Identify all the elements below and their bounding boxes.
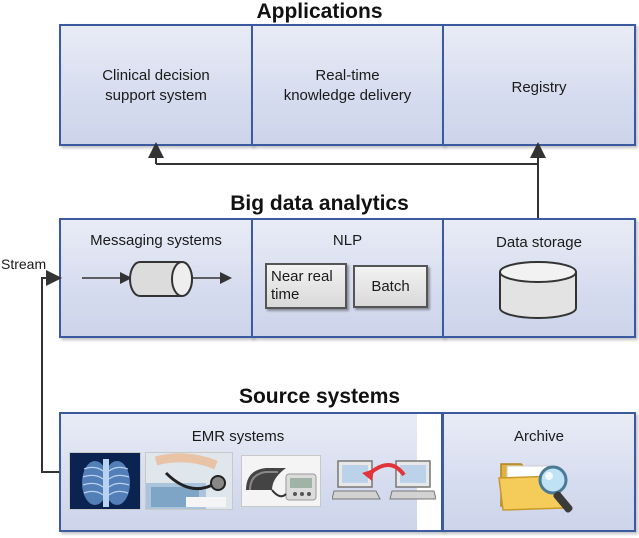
applications-heading: Applications [256,0,383,23]
folder-search-icon [497,450,579,520]
clinical-decision-support-box: Clinical decision support system [59,24,253,146]
nlp-box: NLP Near real time Batch [251,218,444,338]
stream-line [41,270,62,473]
stethoscope-image [145,452,233,510]
emr-systems-label: EMR systems [191,428,285,445]
blood-pressure-monitor-image [241,455,321,507]
big-data-analytics-heading: Big data analytics [230,192,409,215]
batch-label: Batch [371,277,410,295]
near-real-time-box: Near real time [265,263,347,309]
real-time-knowledge-box: Real-time knowledge delivery [251,24,444,146]
chest-xray-image [69,452,141,510]
archive-label: Archive [513,428,565,445]
messaging-systems-label: Messaging systems [90,232,222,249]
database-icon [496,260,580,322]
computer-transfer-icon [331,453,437,507]
cylinder-icon [129,261,193,297]
registry-box: Registry [442,24,636,146]
nlp-label: NLP [332,232,363,249]
data-storage-label: Data storage [496,234,582,251]
clinical-decision-support-label: Clinical decision support system [102,67,210,104]
real-time-knowledge-label: Real-time knowledge delivery [283,67,412,104]
stream-label: Stream [1,256,47,272]
source-systems-heading: Source systems [238,385,401,408]
near-real-time-label: Near real time [271,268,333,303]
batch-box: Batch [353,265,428,308]
registry-label: Registry [511,79,567,96]
